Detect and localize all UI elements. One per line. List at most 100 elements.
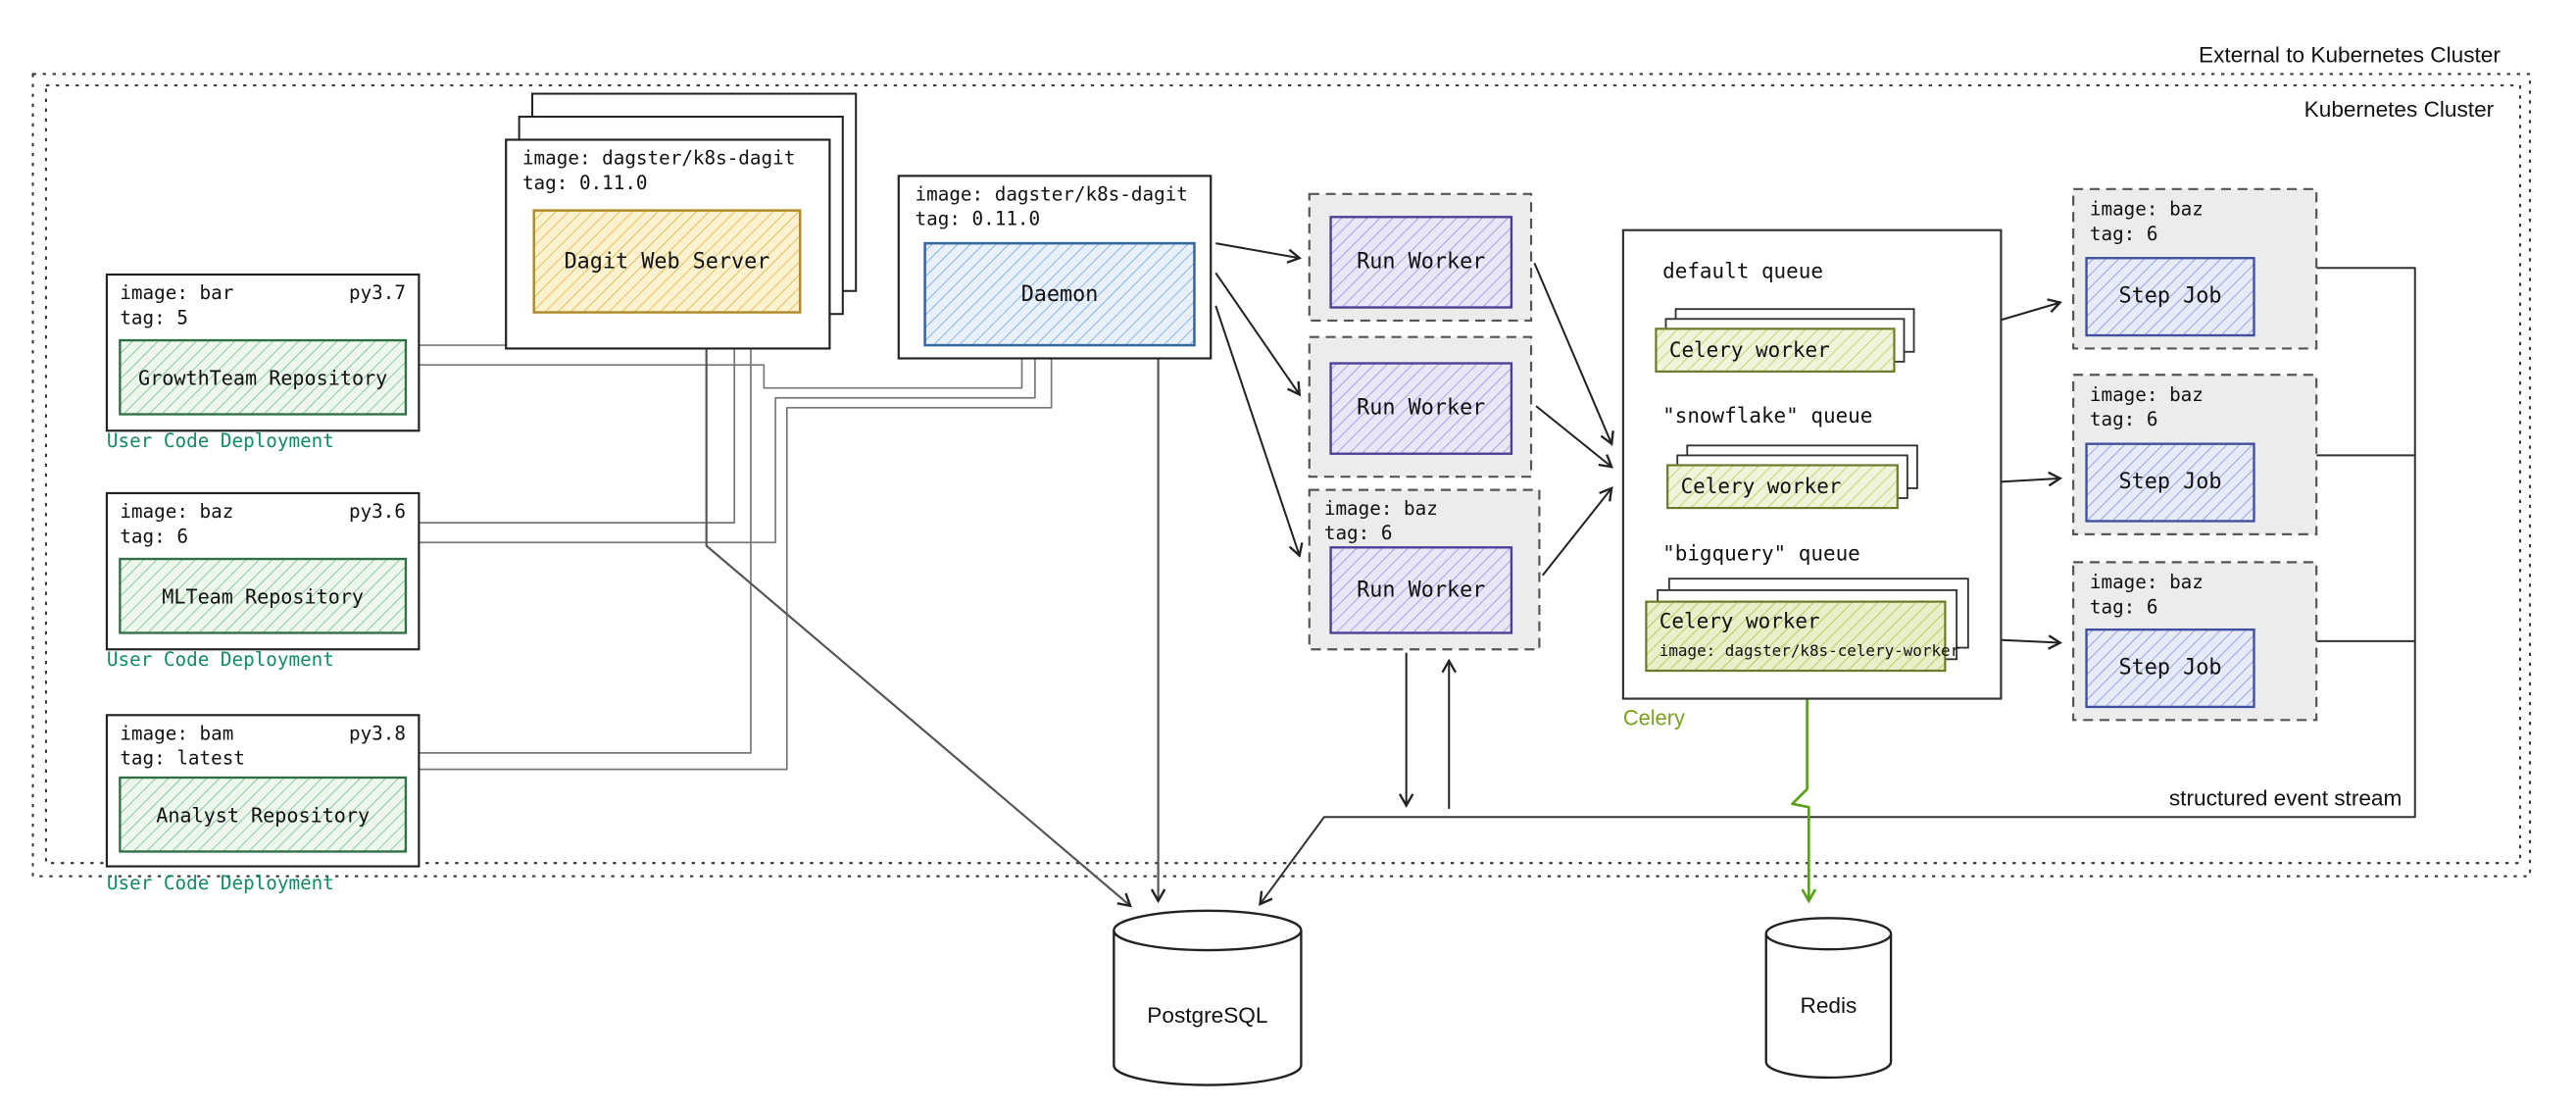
celery-caption: Celery [1623,705,1685,730]
repository-box [119,557,408,634]
celery-worker-image-label: image: dagster/k8s-celery-worker [1660,641,1959,660]
tag-label: tag: 6 [120,525,188,547]
image-label: image: bar [120,281,233,304]
dagit-title: Dagit Web Server [565,249,770,274]
step-job-3: image: baz tag: 6 Step Job [2072,561,2318,722]
celery-worker-stack-2: Celery worker [1666,444,1918,510]
tag-label: tag: latest [120,747,245,770]
postgres-cylinder-body [1113,930,1303,1086]
python-version-label: py3.7 [349,281,406,304]
link-analyst-to-daemon [419,358,1053,771]
arrow-daemon-to-run-worker-1 [1215,242,1303,264]
arrow-dagit-to-postgres [705,348,1132,908]
redis-cylinder-body [1764,933,1893,1080]
postgres-label: PostgreSQL [1147,1003,1267,1028]
image-label: image: baz [1324,497,1438,520]
arrow-daemon-to-run-worker-2 [1214,272,1302,397]
step-job-title: Step Job [2119,655,2222,680]
redis-label: Redis [1801,993,1858,1018]
tag-label: tag: 6 [2090,595,2158,618]
repository-label: Analyst Repository [156,803,370,827]
run-worker-box [1329,546,1513,634]
run-worker-box [1329,362,1513,455]
image-label: image: baz [2090,383,2204,406]
step-job-1: image: baz tag: 6 Step Job [2072,187,2318,350]
celery-worker-label: Celery worker [1681,475,1842,498]
celery-worker-stack-1: Celery worker [1655,308,1915,373]
arrow-run-worker-2-to-celery [1535,405,1614,469]
arrow-celery-to-redis [1791,698,1817,904]
tag-label: tag: 6 [2090,223,2158,245]
image-label: image: baz [120,500,233,523]
kubernetes-cluster-label: Kubernetes Cluster [2304,97,2495,122]
celery-section: default queue Celery worker "snowflake" … [1621,228,2003,730]
postgres-database: PostgreSQL [1113,909,1303,1086]
event-stream-label: structured event stream [2169,786,2402,811]
repository-box [119,338,408,416]
step-job-title: Step Job [2119,470,2222,494]
step-job-2: image: baz tag: 6 Step Job [2072,374,2318,535]
deployment-caption: User Code Deployment [107,429,334,452]
image-label: image: dagster/k8s-dagit [916,183,1188,206]
run-worker-3: image: baz tag: 6 Run Worker [1308,488,1541,651]
python-version-label: py3.8 [349,722,406,744]
tag-label: tag: 0.11.0 [522,172,648,194]
arrow-run-worker-3-to-celery [1541,486,1613,577]
run-worker-box [1329,216,1513,309]
repository-label: GrowthTeam Repository [138,366,387,389]
link-mlteam-to-dagit [419,348,736,524]
python-version-label: py3.6 [349,500,406,523]
daemon-title: Daemon [1021,282,1099,307]
run-worker-title: Run Worker [1357,249,1485,274]
celery-worker-box [1645,600,1947,673]
celery-worker-box [1655,327,1896,373]
step-job-box [2085,442,2255,523]
daemon-inner-box [923,241,1196,347]
image-label: image: baz [2090,571,2204,593]
image-label: image: bam [120,722,233,744]
link-analyst-to-dagit [419,348,752,754]
image-label: image: baz [2090,198,2204,221]
bigquery-queue-label: "bigquery" queue [1662,542,1860,566]
celery-worker-stack-3: Celery worker image: dagster/k8s-celery-… [1645,578,1969,673]
tag-label: tag: 5 [120,306,188,328]
tag-label: tag: 0.11.0 [916,208,1041,230]
celery-worker-label: Celery worker [1669,338,1830,362]
connections [419,242,2416,908]
user-code-deployment-3: image: bam py3.8 tag: latest Analyst Rep… [105,714,421,894]
user-code-deployment-2: image: baz py3.6 tag: 6 MLTeam Repositor… [105,491,421,671]
step-job-box [2085,257,2255,337]
default-queue-label: default queue [1662,259,1823,282]
external-boundary-label: External to Kubernetes Cluster [2199,43,2501,68]
redis-cylinder-top [1764,917,1893,951]
kubernetes-cluster-boundary [44,84,2522,865]
tag-label: tag: 6 [1324,522,1393,544]
tag-label: tag: 6 [2090,408,2158,430]
run-worker-1: Run Worker [1308,192,1533,323]
image-label: image: dagster/k8s-dagit [522,147,795,170]
celery-worker-box [1666,464,1899,510]
arrow-daemon-to-run-worker-3 [1214,305,1304,558]
run-worker-2: Run Worker [1308,335,1533,478]
link-mlteam-to-daemon [419,358,1036,544]
event-stream-line-to-postgres [1259,267,2416,907]
link-growthteam-to-daemon [419,358,1023,389]
step-job-box [2085,628,2255,709]
dagit-web-server: image: dagster/k8s-dagit tag: 0.11.0 Dag… [505,92,858,350]
postgres-cylinder-top [1113,909,1303,952]
user-code-deployment-1: image: bar py3.7 tag: 5 GrowthTeam Repos… [105,273,421,452]
celery-worker-label: Celery worker [1660,609,1820,632]
arrow-run-worker-1-to-celery [1533,262,1614,446]
daemon: image: dagster/k8s-dagit tag: 0.11.0 Dae… [897,175,1213,360]
deployment-caption: User Code Deployment [107,648,334,671]
dagit-inner-box [532,209,802,314]
repository-box [119,776,408,853]
step-job-title: Step Job [2119,283,2222,308]
run-worker-title: Run Worker [1357,395,1485,420]
run-worker-title: Run Worker [1357,579,1485,603]
redis-database: Redis [1764,917,1893,1080]
snowflake-queue-label: "snowflake" queue [1662,404,1872,428]
repository-label: MLTeam Repository [162,584,364,608]
